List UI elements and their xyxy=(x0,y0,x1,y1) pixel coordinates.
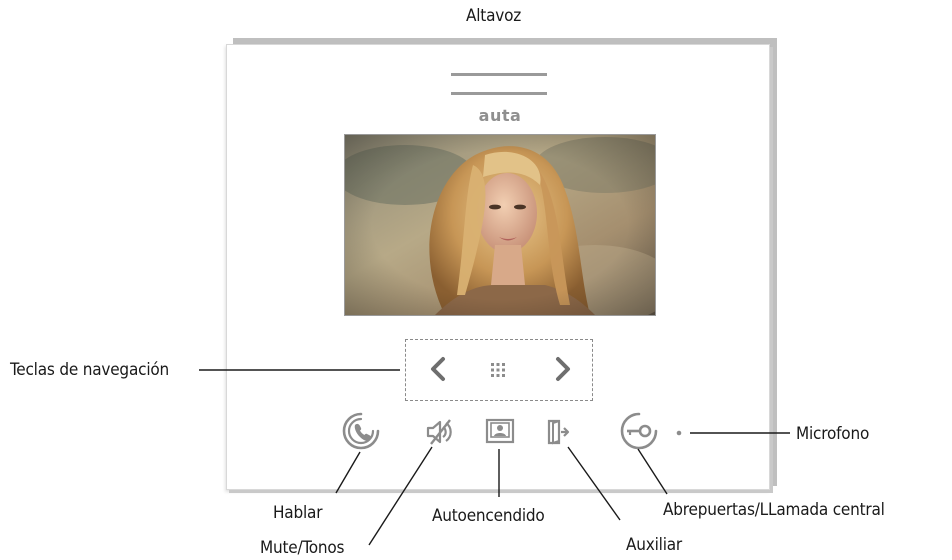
chevron-right-icon[interactable] xyxy=(553,356,573,382)
video-screen xyxy=(344,134,656,316)
label-talk: Hablar xyxy=(273,503,323,523)
speaker-grille-line-top xyxy=(451,73,547,76)
label-speaker: Altavoz xyxy=(466,6,522,26)
grid-icon[interactable] xyxy=(489,361,507,379)
key-icon[interactable] xyxy=(617,409,661,453)
navigation-keys-panel xyxy=(405,339,593,401)
brand-logo: auta xyxy=(478,106,522,125)
label-mute-tones: Mute/Tonos xyxy=(260,538,345,558)
label-navigation-keys: Teclas de navegación xyxy=(10,360,170,380)
label-auto-on: Autoencendido xyxy=(432,506,545,526)
muted-speaker-icon[interactable] xyxy=(424,418,454,446)
chevron-left-icon[interactable] xyxy=(428,356,448,382)
microphone-hole xyxy=(676,430,682,436)
label-door-opener: Abrepuertas/LLamada central xyxy=(663,500,885,520)
label-auxiliary: Auxiliar xyxy=(626,535,683,555)
speaker-grille-line-bottom xyxy=(451,92,547,95)
handset-icon[interactable] xyxy=(339,409,383,453)
user-portrait-icon[interactable] xyxy=(485,418,515,446)
portrait-image xyxy=(345,135,655,315)
label-microphone: Microfono xyxy=(796,424,870,444)
door-exit-icon[interactable] xyxy=(546,418,572,446)
